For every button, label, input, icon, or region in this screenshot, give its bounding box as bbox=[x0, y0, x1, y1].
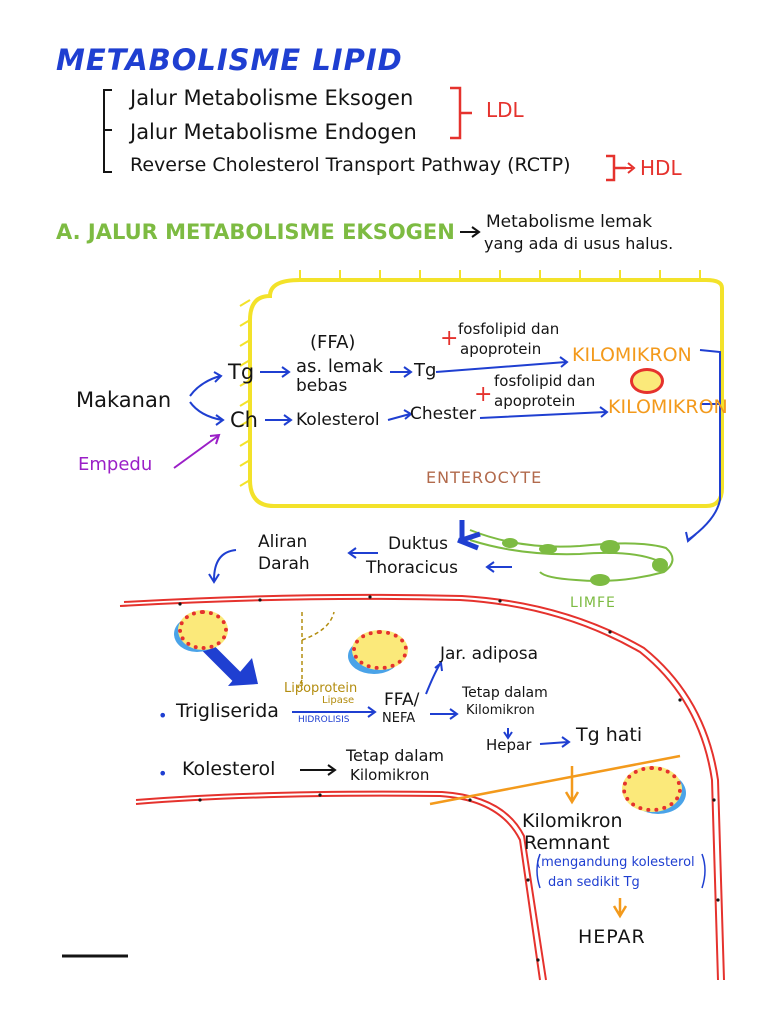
blood-vessel-walls bbox=[119, 593, 725, 981]
ldl-label: LDL bbox=[486, 98, 524, 122]
bullet: • bbox=[158, 764, 168, 783]
ch-label: Ch bbox=[230, 408, 258, 432]
hidrolisis-label: HIDROLISIS bbox=[298, 715, 350, 725]
enterocyte-membrane bbox=[239, 270, 724, 508]
plus-sign: + bbox=[474, 382, 493, 407]
bebas-label: bebas bbox=[296, 376, 348, 396]
hepar-label: HEPAR bbox=[578, 926, 646, 948]
apoprotein-label: apoprotein bbox=[494, 392, 576, 410]
bullet: • bbox=[158, 706, 168, 725]
kolesterol-label: Kolesterol bbox=[296, 410, 380, 430]
plus-sign: + bbox=[440, 326, 459, 351]
chylomicron-icon bbox=[622, 766, 682, 812]
apoprotein-label: apoprotein bbox=[460, 340, 542, 358]
remnant-arrows bbox=[429, 754, 681, 919]
section-description: Metabolisme lemak bbox=[486, 212, 653, 232]
lower-arrows bbox=[292, 661, 571, 748]
ffa-nefa-label: FFA/ bbox=[384, 690, 420, 710]
lymph-vessel bbox=[469, 529, 674, 582]
chylomicron-icon bbox=[178, 610, 228, 650]
pathway-item: Jalur Metabolisme Endogen bbox=[130, 120, 417, 144]
makanan-arrows bbox=[189, 349, 721, 543]
remnant-note: dan sedikit Tg bbox=[548, 875, 640, 890]
flow-arrows bbox=[208, 547, 512, 584]
hdl-arrow bbox=[626, 162, 636, 174]
hdl-label: HDL bbox=[640, 156, 682, 180]
lipase-label: Lipase bbox=[322, 695, 355, 706]
hepar-small-label: Hepar bbox=[486, 736, 532, 754]
lipoprotein-label: Lipoprotein bbox=[284, 681, 358, 696]
lipase-dashed-line bbox=[297, 611, 335, 690]
hdl-brace bbox=[606, 154, 626, 182]
chylomicron-arrowhead bbox=[228, 658, 258, 686]
remnant-note-bracket bbox=[536, 853, 706, 889]
tg-label: Tg bbox=[228, 360, 255, 384]
ldl-brace bbox=[450, 86, 472, 140]
kilomikron-remnant-label: Remnant bbox=[524, 832, 610, 854]
kilomikron-remnant-label: Kilomikron bbox=[522, 810, 623, 832]
fosfolipid-label: fosfolipid dan bbox=[494, 372, 596, 390]
page-title: METABOLISME LIPID bbox=[56, 43, 403, 77]
kilomikron-label: KILOMIKRON bbox=[572, 344, 692, 366]
chester-label: Chester bbox=[410, 404, 477, 424]
section-arrow bbox=[460, 226, 481, 238]
aliran-label: Aliran bbox=[258, 532, 308, 552]
tetap-dalam-label: Tetap dalam bbox=[462, 685, 548, 701]
tetap-dalam-label: Tetap dalam bbox=[346, 746, 445, 765]
ffa-label: (FFA) bbox=[310, 332, 356, 353]
kilomikron-small-label: Kilomikron bbox=[350, 766, 430, 784]
kilomikron-small-label: Kilomikron bbox=[466, 703, 535, 718]
kolesterol-label-2: Kolesterol bbox=[182, 758, 276, 780]
fosfolipid-label: fosfolipid dan bbox=[458, 320, 560, 338]
pathway-bracket bbox=[103, 89, 112, 173]
empedu-arrow bbox=[173, 433, 221, 469]
section-title: A. JALUR METABOLISME EKSOGEN bbox=[56, 220, 455, 244]
chylomicron-icon bbox=[352, 630, 408, 670]
tg-hati-label: Tg hati bbox=[576, 724, 643, 746]
wall-nuclei bbox=[178, 595, 720, 962]
as-lemak-label: as. lemak bbox=[296, 356, 383, 377]
limfe-label: LIMFE bbox=[570, 595, 616, 611]
remnant-note: (mengandung kolesterol bbox=[536, 855, 695, 870]
lymph-nodes bbox=[502, 538, 668, 586]
duktus-label: Duktus bbox=[388, 534, 449, 554]
enterocyte-label: ENTEROCYTE bbox=[426, 468, 543, 487]
thoracicus-label: Thoracicus bbox=[366, 558, 459, 578]
pathway-item: Reverse Cholesterol Transport Pathway (R… bbox=[130, 154, 571, 176]
chylomicron-icon bbox=[630, 368, 664, 394]
trigliserida-label: Trigliserida bbox=[176, 700, 279, 722]
section-description: yang ada di usus halus. bbox=[484, 234, 674, 253]
pathway-item: Jalur Metabolisme Eksogen bbox=[130, 86, 414, 110]
kolesterol-arrow bbox=[300, 764, 337, 776]
makanan-label: Makanan bbox=[76, 388, 172, 412]
jar-adiposa-label: Jar. adiposa bbox=[440, 644, 539, 664]
empedu-label: Empedu bbox=[78, 454, 153, 475]
darah-label: Darah bbox=[258, 554, 310, 574]
duktus-marker bbox=[457, 520, 481, 551]
tg-label-2: Tg bbox=[414, 360, 437, 381]
ffa-nefa-label: NEFA bbox=[382, 711, 416, 726]
kilomikron-label: KILOMIKRON bbox=[608, 396, 728, 418]
